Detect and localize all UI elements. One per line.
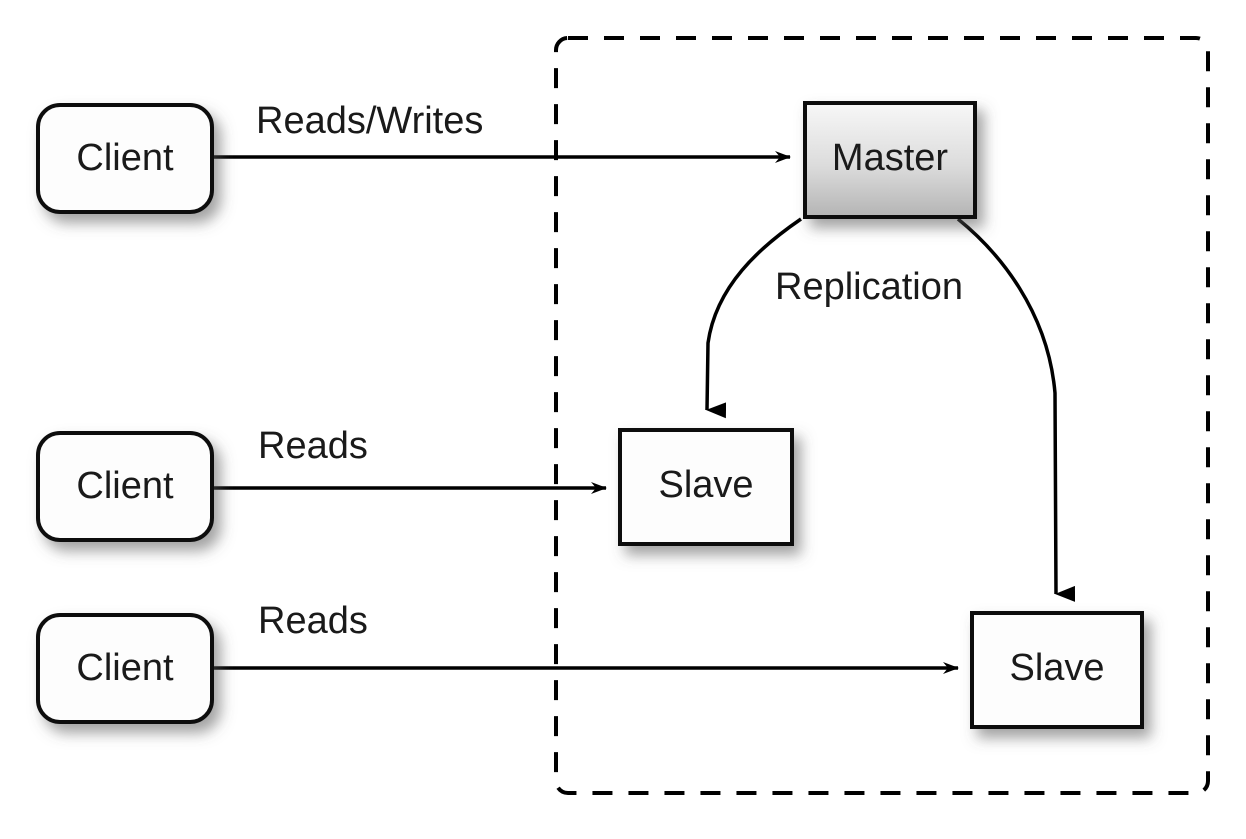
node-slave-1[interactable]: Slave [618,428,794,546]
edge-replication-slave2 [956,217,1076,602]
node-client-2[interactable]: Client [36,431,214,542]
edge-label-reads-slave2: Reads [258,600,368,642]
client-1-box[interactable] [36,103,214,214]
slave-1-box[interactable] [618,428,794,546]
edge-reads-writes: Reads/Writes [212,100,791,163]
edge-label-reads-writes: Reads/Writes [256,100,483,142]
database-cluster-boundary [554,36,1210,795]
node-slave-2[interactable]: Slave [970,611,1144,729]
client-3-label: Client [76,647,174,689]
master-box[interactable] [803,101,977,219]
client-2-box[interactable] [36,431,214,542]
edge-label-replication: Replication [775,266,963,308]
slave-2-label: Slave [1009,647,1104,689]
master-label: Master [832,137,948,179]
client-1-label: Client [76,137,174,179]
slave-2-box[interactable] [970,611,1144,729]
edge-replication-slave1: Replication [705,217,963,419]
client-2-label: Client [76,465,174,507]
node-client-3[interactable]: Client [36,613,214,724]
node-master[interactable]: Master [803,101,977,219]
edge-reads-slave2: Reads [212,600,959,674]
edge-label-reads-slave1: Reads [258,425,368,467]
edge-curve-replication-slave1 [705,217,802,419]
node-client-1[interactable]: Client [36,103,214,214]
edge-curve-replication-slave2 [956,217,1076,602]
edge-reads-slave1: Reads [212,425,607,494]
slave-1-label: Slave [658,464,753,506]
client-3-box[interactable] [36,613,214,724]
